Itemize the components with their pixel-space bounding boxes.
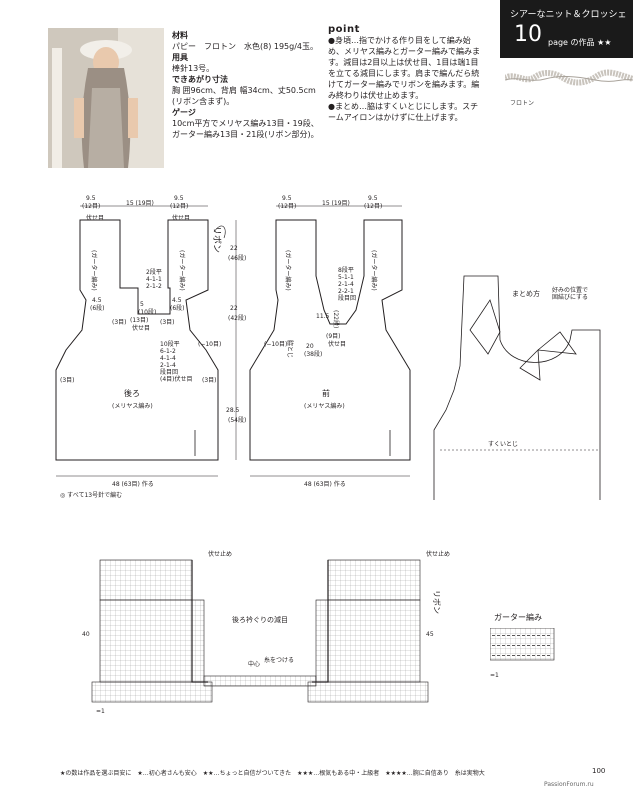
back-armhole-edge-right: 4.5 — [172, 297, 182, 304]
back-armhole-edge: 4.5 — [92, 297, 102, 304]
back-st3-hem-right: (3目) — [202, 377, 217, 384]
back-width: 48 (63目) 作る — [112, 480, 154, 488]
back-st3-hem-left: (3目) — [60, 377, 75, 384]
item-number: 10 — [514, 22, 542, 47]
point-heading: point — [328, 24, 360, 35]
back-minus10: (−10目) — [198, 341, 221, 348]
front-arm-rows: (38段) — [304, 350, 322, 358]
chart-ribbon-label: リボン — [432, 590, 441, 614]
gauge-line-2: ガーター編み13目・21段(リボン部分)。 — [172, 130, 319, 139]
back-armhole-edge-rows: (6段) — [90, 304, 105, 312]
back-body-length: 28.5 — [226, 407, 240, 414]
model-photo — [48, 28, 164, 168]
chart-row-45: 45 — [426, 631, 434, 638]
tools-line: 棒針13号。 — [172, 64, 215, 73]
back-neck-center-bind: 伏せ目 — [132, 324, 150, 332]
chart-center-label: 中心 — [248, 660, 260, 668]
front-strap-left-stitches: (12目) — [278, 203, 296, 210]
item-page-label: page の作品 ★★ — [548, 38, 612, 47]
watermark: PassionForum.ru — [544, 781, 594, 788]
back-sub-label: (メリヤス編み) — [112, 402, 153, 410]
chart-key: =1 — [96, 708, 105, 715]
front-minus10: (−10目) — [264, 341, 287, 348]
garter-chart-title: ガーター編み — [494, 613, 542, 622]
front-arm-depth: 20 — [306, 343, 314, 350]
difficulty-legend: ★の数は作品を選ぶ目安に ★…初心者さんも安心 ★★…ちょっと自信がついてきた … — [60, 770, 485, 777]
front-garter-right: (ガーター編み) — [370, 250, 378, 291]
back-neck-center: (13目) — [130, 317, 148, 324]
page-number: 100 — [592, 767, 606, 775]
back-bind-off-right: 伏せ目 — [172, 214, 190, 222]
back-bind-off-left: 伏せ目 — [86, 214, 104, 222]
garter-key: =1 — [490, 672, 499, 679]
front-neck-width: 15 (19目) — [322, 200, 350, 207]
back-garter-right: (ガーター編み) — [178, 250, 186, 291]
front-label: 前 — [322, 388, 330, 398]
back-outline — [55, 219, 219, 461]
chart-title: 後ろ衿ぐりの減目 — [232, 615, 288, 624]
front-outline — [249, 219, 411, 461]
materials-block: 材料 パピー フロトン 水色(8) 195g/4玉。 用具 棒針13号。 できあ… — [172, 30, 322, 140]
chart-bind-off-right: 伏せ止め — [426, 550, 450, 558]
back-body-rows: (54段) — [228, 416, 246, 424]
tools-heading: 用具 — [172, 53, 188, 62]
back-strap-left-stitches: (12目) — [82, 203, 100, 210]
gauge-heading: ゲージ — [172, 108, 196, 117]
back-ribbon-label: リボン — [211, 226, 222, 253]
schematics: 9.5 (12目) 15 (19目) 9.5 (12目) 伏せ目 伏せ目 (ガー… — [55, 195, 601, 500]
back-st3-right: (3目) — [160, 319, 175, 326]
materials-heading: 材料 — [172, 31, 188, 40]
point-block: point ●身頃…指でかける作り目をして編み始め、メリヤス編みとガーター編みで… — [328, 24, 480, 123]
point-paragraph-2: ●まとめ…脇はすくいとじにします。スチームアイロンはかけずに仕上げます。 — [328, 102, 479, 122]
gauge-line-1: 10cm平方でメリヤス編み13目・19段、 — [172, 119, 319, 128]
front-neck-center: (9目) — [326, 333, 341, 340]
series-title: シアーなニット＆クロッシェ — [510, 10, 627, 20]
front-strap-right-width: 9.5 — [368, 195, 378, 202]
back-neck-depth: 5 — [140, 301, 144, 308]
finish-bow-note: 好みの位置で固結びにする — [552, 286, 588, 301]
front-garter-left: (ガーター編み) — [284, 250, 292, 291]
series-badge: シアーなニット＆クロッシェ 10 page の作品 ★★ — [500, 0, 633, 58]
back-ribbon-length: 22 — [230, 245, 238, 252]
back-strap-right-stitches: (12目) — [170, 203, 188, 210]
size-line-1: 胸 囲96cm、背肩 幅34cm、丈50.5cm — [172, 86, 316, 95]
chart-row-40: 40 — [82, 631, 90, 638]
point-paragraph-1: ●身頃…指でかける作り目をして編み始め、メリヤス編みとガーター編みで編みます。減… — [328, 36, 480, 100]
back-label: 後ろ — [124, 388, 140, 398]
chart-bind-off-left: 伏せ止め — [208, 550, 232, 558]
knitting-chart: 後ろ衿ぐりの減目 伏せ止め 伏せ止め リボン 中心 糸をつける 40 45 — [82, 550, 450, 703]
back-neck-width: 15 (19目) — [126, 200, 154, 207]
chart-yarn-join: 糸をつける — [264, 656, 294, 664]
needle-note: ◎ すべて13号針で編む — [60, 492, 123, 499]
size-line-2: (リボン含まず)。 — [172, 97, 235, 106]
front-neck-depth: 11.5 — [316, 313, 330, 320]
back-garter-left: (ガーター編み) — [90, 250, 98, 291]
front-width: 48 (63目) 作る — [304, 480, 346, 488]
back-neck-depth-rows: (10段) — [138, 308, 156, 316]
back-armhole-edge-rows-right: (6段) — [170, 304, 185, 312]
materials-line: パピー フロトン 水色(8) 195g/4玉。 — [172, 42, 319, 51]
back-arm-rows: (42段) — [228, 314, 246, 322]
back-arm-depth: 22 — [230, 305, 238, 312]
back-strap-right-width: 9.5 — [174, 195, 184, 202]
front-neck-bind: 伏せ目 — [328, 340, 346, 348]
back-ribbon-rows: (46段) — [228, 254, 246, 262]
back-strap-left-width: 9.5 — [86, 195, 96, 202]
finish-title: まとめ方 — [512, 289, 540, 298]
front-strap-left-width: 9.5 — [282, 195, 292, 202]
finish-outline — [433, 275, 601, 500]
front-neck-rows: (22段) — [332, 310, 340, 328]
finish-seam-label: すくいとじ — [488, 441, 518, 448]
garter-chart — [490, 628, 555, 661]
yarn-sample — [503, 64, 633, 94]
size-heading: できあがり寸法 — [172, 75, 228, 84]
yarn-label: フロトン — [510, 100, 535, 107]
front-side-seam: 脇とじ — [286, 340, 293, 358]
back-st3-left: (3目) — [112, 319, 127, 326]
front-sub-label: (メリヤス編み) — [304, 402, 345, 410]
front-strap-right-stitches: (12目) — [364, 203, 382, 210]
